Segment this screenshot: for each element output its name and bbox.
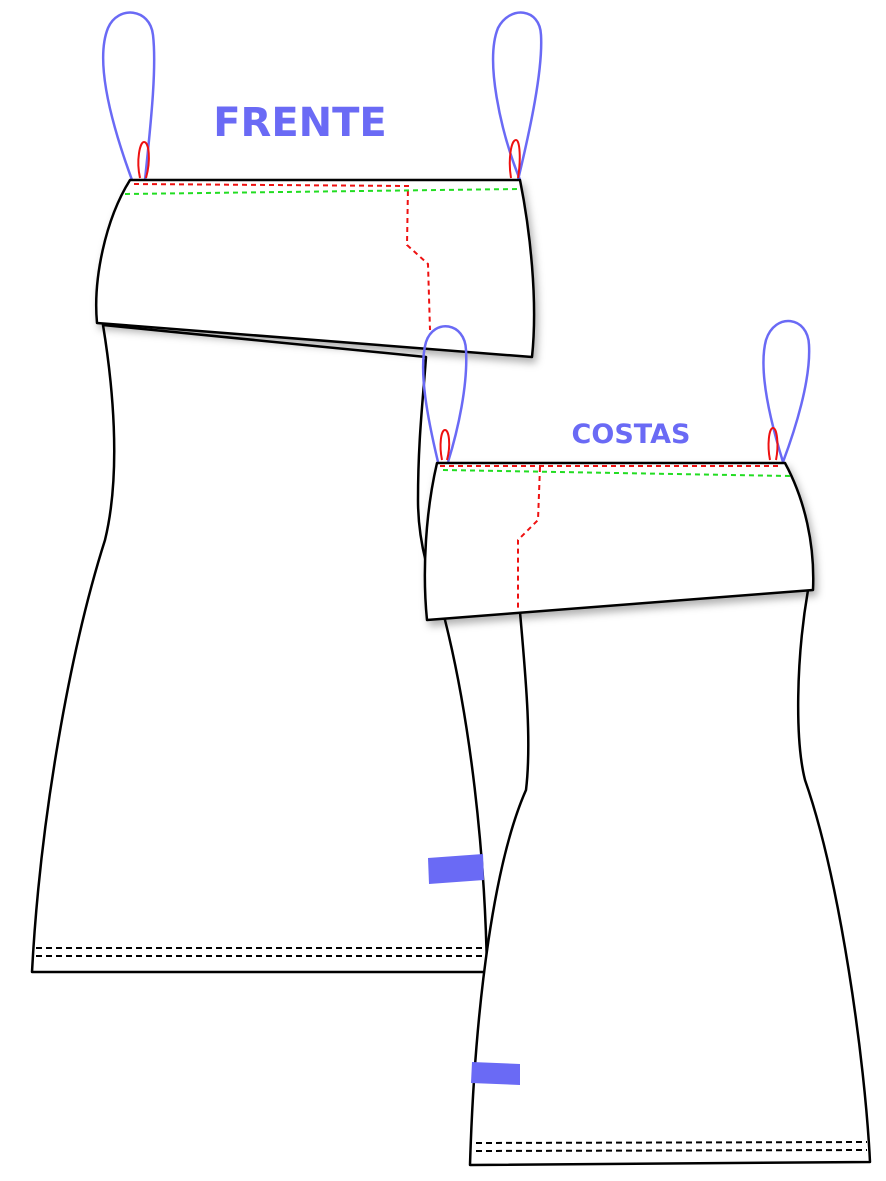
- back-hem-stitch-2: [475, 1149, 868, 1152]
- back-right-strap-loop: [767, 426, 779, 461]
- front-skirt: [30, 323, 489, 974]
- back-label: COSTAS: [572, 419, 691, 450]
- back-label-tag: [471, 1062, 520, 1085]
- front-label-tag: [428, 854, 484, 884]
- front-bodice-flounce: [95, 178, 536, 359]
- back-view: COSTAS: [421, 319, 872, 1167]
- front-red-stitch: [133, 183, 431, 331]
- front-left-strap: [101, 11, 156, 181]
- back-red-stitch: [440, 465, 781, 610]
- back-left-strap-loop: [439, 428, 451, 461]
- back-left-strap: [421, 325, 468, 463]
- back-bodice-flounce: [423, 461, 815, 622]
- back-green-stitch: [442, 469, 791, 477]
- front-right-strap-loop: [508, 138, 521, 179]
- back-skirt: [468, 588, 872, 1167]
- back-hem-stitch-1: [475, 1141, 868, 1144]
- back-right-strap: [762, 319, 811, 463]
- front-left-strap-loop: [137, 140, 150, 179]
- front-view: FRENTE: [30, 11, 543, 974]
- front-label: FRENTE: [213, 100, 387, 146]
- front-green-stitch: [124, 188, 519, 195]
- front-right-strap: [491, 11, 543, 181]
